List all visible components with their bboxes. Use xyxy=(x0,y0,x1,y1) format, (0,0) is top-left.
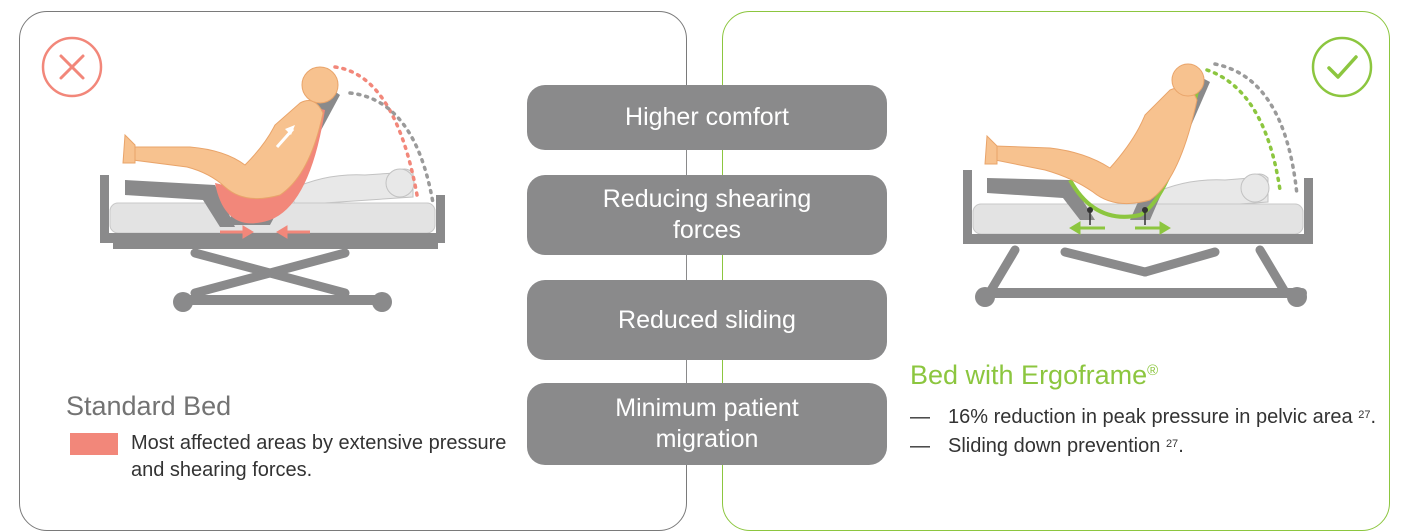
ergoframe-notes: —16% reduction in peak pressure in pelvi… xyxy=(910,404,1380,462)
cross-icon xyxy=(41,36,103,98)
sitting-patient xyxy=(984,63,1205,205)
sitting-patient xyxy=(122,66,339,200)
center-connector-line xyxy=(686,110,687,440)
reference-number: 27 xyxy=(1165,438,1179,450)
head-motion-arc-gray xyxy=(348,91,435,205)
low-frame-legs xyxy=(985,245,1290,297)
reference-number: 27 xyxy=(1358,409,1371,421)
ergoframe-leg-section xyxy=(987,178,1095,220)
head-motion-arc-green xyxy=(1205,68,1282,192)
benefit-reduced-sliding: Reduced sliding xyxy=(527,280,887,360)
bed-rail xyxy=(963,234,1313,244)
ergoframe-bed-illustration xyxy=(963,62,1313,307)
standard-bed-illustration xyxy=(100,65,445,312)
benefit-higher-comfort: Higher comfort xyxy=(527,85,887,150)
head-motion-arc-red xyxy=(333,65,419,197)
note-pressure-reduction: —16% reduction in peak pressure in pelvi… xyxy=(910,406,1377,428)
ergoframe-bed-title: Bed with Ergoframe® xyxy=(910,360,1159,390)
pressure-legend-text: Most affected areas by extensive pressur… xyxy=(131,432,507,481)
note-sliding-prevention: —Sliding down prevention 27. xyxy=(910,435,1184,457)
pivot-points xyxy=(1087,207,1148,225)
compression-arrows xyxy=(220,225,310,239)
bed-rail xyxy=(100,233,445,243)
benefit-reducing-shearing-forces: Reducing shearing forces xyxy=(527,175,887,255)
head-motion-arc-gray xyxy=(1213,62,1299,197)
ghost-patient-lying xyxy=(289,168,415,206)
ghost-patient-lying xyxy=(1149,173,1270,211)
pressure-legend-swatch xyxy=(70,433,118,455)
standard-bed-title: Standard Bed xyxy=(66,391,232,421)
scissor-lift xyxy=(190,248,350,298)
benefit-minimum-patient-migration: Minimum patient migration xyxy=(527,383,887,465)
registered-mark: ® xyxy=(1147,362,1159,379)
expansion-arrows xyxy=(1069,221,1171,235)
check-icon xyxy=(1311,36,1373,98)
upward-shift-arrow xyxy=(275,125,295,148)
standard-leg-section xyxy=(125,180,235,227)
